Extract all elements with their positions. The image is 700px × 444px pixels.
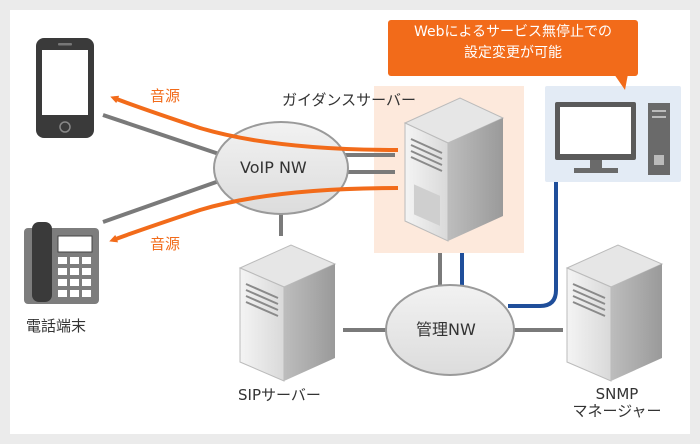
callout-bubble <box>388 20 638 90</box>
callout-line-1: Webによるサービス無停止での <box>413 24 613 40</box>
gray-links <box>102 113 563 332</box>
guidance-server-icon <box>403 97 505 242</box>
phone-label: 電話端末 <box>26 317 87 335</box>
mgmt-nw-label: 管理NW <box>416 320 476 339</box>
mgmt-nw-cloud <box>385 284 515 376</box>
snmp-manager-label: SNMP マネージャー <box>562 385 672 421</box>
sip-server-label: SIPサーバー <box>238 386 321 404</box>
audio-label-bottom: 音源 <box>150 235 181 253</box>
audio-label-top: 音源 <box>150 87 181 105</box>
snmp-label-line-2: マネージャー <box>572 402 662 421</box>
audio-flows <box>109 95 399 243</box>
audio-flow-top <box>110 95 399 152</box>
snmp-server-icon <box>565 244 664 382</box>
audio-flow-bottom <box>109 186 399 243</box>
guidance-server-label: ガイダンスサーバー <box>282 91 416 109</box>
link-deskphone-voip <box>102 178 223 224</box>
snmp-label-line-1: SNMP <box>595 385 639 403</box>
link-phone-voip <box>102 113 223 157</box>
pc-icon <box>555 102 670 175</box>
sip-server-icon <box>238 244 337 382</box>
blue-links <box>460 182 558 308</box>
callout-text: Webによるサービス無停止での 設定変更が可能 <box>388 22 638 64</box>
link-pc-mgmt-blue <box>508 182 558 308</box>
voip-nw-label: VoIP NW <box>240 158 307 177</box>
desk-phone-icon <box>24 222 99 304</box>
smartphone-icon <box>36 38 94 138</box>
callout-line-2: 設定変更が可能 <box>464 45 562 61</box>
